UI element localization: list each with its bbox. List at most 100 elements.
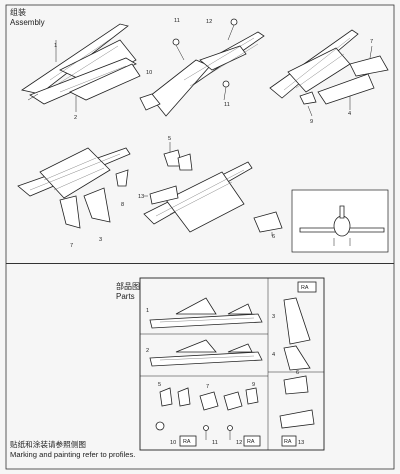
sprue-part-10: 10 xyxy=(170,440,176,446)
front-fuselage xyxy=(333,215,351,237)
step1-illustration xyxy=(21,23,141,112)
wing-step4 xyxy=(39,147,111,199)
callout-5: 5 xyxy=(168,136,171,142)
callout-2: 2 xyxy=(74,115,77,121)
callout-9: 9 xyxy=(310,119,313,125)
sprue-part-12: 12 xyxy=(236,440,242,446)
step4-illustration xyxy=(17,147,131,229)
ra-tag-1-box xyxy=(297,281,317,293)
step3-illustration xyxy=(269,29,389,117)
step2-illustration xyxy=(139,18,265,117)
parts-title-cn: 部品图 xyxy=(116,282,140,291)
part-1-fuselage-top xyxy=(149,297,263,329)
part13-shape xyxy=(279,409,315,429)
part4-shape xyxy=(283,345,311,371)
step2-panel-lines xyxy=(183,37,259,87)
ra-tag-2-box xyxy=(179,435,197,447)
callout-3: 3 xyxy=(99,237,102,243)
sprue-part-3: 3 xyxy=(272,314,275,320)
part1-body xyxy=(149,313,263,329)
right-wing xyxy=(199,45,247,71)
ra-tags xyxy=(179,281,317,447)
step1-panel-lines xyxy=(49,37,127,93)
page-frame xyxy=(5,4,395,470)
step3-panel-lines xyxy=(283,37,351,91)
step4-panel-lines xyxy=(29,153,121,191)
front-fin xyxy=(339,205,345,219)
callout-7b: 7 xyxy=(70,243,73,249)
part12-shape xyxy=(227,425,233,431)
sprue-frame xyxy=(139,277,325,451)
ra-tag-1: RA xyxy=(301,285,309,291)
part1-stab xyxy=(227,303,253,315)
marking-note: 贴纸和涂装请参照侧图 Marking and painting refer to… xyxy=(10,440,135,460)
fuselage-upper-half xyxy=(21,23,129,95)
callout-13: 13 xyxy=(138,194,144,200)
callout-4: 4 xyxy=(348,111,351,117)
marking-note-en: Marking and painting refer to profiles. xyxy=(10,450,136,459)
part11-shape xyxy=(203,425,209,431)
fin-part-3 xyxy=(83,187,111,223)
part2-stab xyxy=(227,343,253,353)
leader-9 xyxy=(307,105,313,117)
sprue-part-6: 6 xyxy=(296,370,299,376)
part1-detail xyxy=(159,317,255,323)
part1-wing xyxy=(175,297,217,315)
step5-illustration xyxy=(143,142,283,236)
small-parts-row xyxy=(159,375,315,429)
part2-detail xyxy=(159,355,255,361)
sprue-outer xyxy=(139,277,325,451)
part5b-shape xyxy=(177,387,191,407)
callout-6: 6 xyxy=(272,234,275,240)
parts-panel xyxy=(6,263,394,470)
part10-shape xyxy=(155,421,165,431)
engine-nozzle-part xyxy=(139,93,161,111)
step2-arrow-c xyxy=(223,86,227,101)
pylon-part-12 xyxy=(230,18,238,26)
fin-part-5b xyxy=(177,153,193,171)
step2-arrow-b xyxy=(227,24,235,41)
part2-body xyxy=(149,351,263,367)
sprue-part-9: 9 xyxy=(252,382,255,388)
bottom-parts-row xyxy=(155,421,233,440)
fin-part-7 xyxy=(59,195,81,229)
pylon-part-11b xyxy=(222,80,230,88)
fuselage-lower-half xyxy=(29,57,137,105)
part-13 xyxy=(149,185,179,205)
assembly-title-cn: 组装 xyxy=(10,8,26,17)
ra-tag-4-box xyxy=(281,435,297,447)
part5-shape xyxy=(159,387,173,407)
fin-part-8 xyxy=(115,169,129,187)
marking-note-cn: 贴纸和涂装请参照侧图 xyxy=(10,440,86,449)
part2-wing xyxy=(175,339,217,353)
step1-arrow xyxy=(27,93,39,101)
stabilizer-step3 xyxy=(349,55,389,77)
rudder-part-4 xyxy=(317,73,375,105)
parts-header: 部品图 Parts xyxy=(116,282,140,302)
front-view-inset xyxy=(291,189,389,253)
part-6 xyxy=(253,211,283,233)
ra-tag-3: RA xyxy=(247,439,255,445)
part6-shape xyxy=(283,375,309,395)
callout-8: 8 xyxy=(121,202,124,208)
wing-step5 xyxy=(165,171,245,233)
callout-7: 7 xyxy=(370,39,373,45)
parts-title-en: Parts xyxy=(116,292,135,301)
nozzle-part-9 xyxy=(299,91,317,105)
callout-11a: 11 xyxy=(174,18,180,24)
part7b-shape xyxy=(223,391,243,411)
ra-tag-3-box xyxy=(243,435,261,447)
step2-arrow-a xyxy=(175,44,185,61)
part8-shape xyxy=(245,387,259,405)
part-4-wing-right xyxy=(283,345,311,371)
assembly-header: 组装 Assembly xyxy=(10,8,45,28)
callout-11b: 11 xyxy=(224,102,230,108)
sprue-part-11: 11 xyxy=(212,440,218,446)
pylon-part-11 xyxy=(172,38,180,46)
part-2-fuselage-bottom xyxy=(149,339,263,367)
assembly-title-en: Assembly xyxy=(10,18,45,27)
part-3-wing-left xyxy=(283,297,311,345)
callout-12: 12 xyxy=(206,19,212,25)
